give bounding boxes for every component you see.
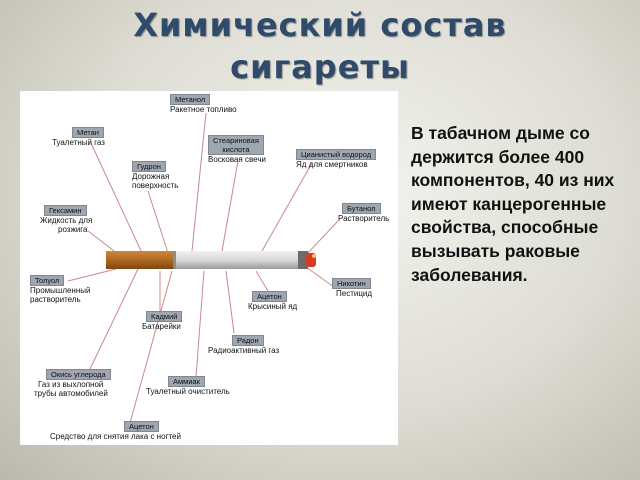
- label-gudron: Гудрон Дорожная поверхность: [132, 161, 178, 190]
- line-aceton2: [129, 270, 173, 424]
- cigarette: [106, 251, 316, 269]
- desc-toluol-1: Промышленный: [30, 286, 91, 295]
- line-butanol: [305, 220, 339, 256]
- tag-nikotin: Никотин: [332, 278, 371, 289]
- desc-ammiak: Туалетный очиститель: [146, 387, 230, 396]
- tag-ammiak: Аммиак: [168, 376, 205, 387]
- tag-kadmiy: Кадмий: [146, 311, 183, 322]
- line-toluol: [67, 268, 117, 282]
- tag-aceton-1: Ацетон: [252, 291, 287, 302]
- label-cyan: Цианистый водород Яд для смертников: [296, 149, 377, 169]
- cigarette-ash: [298, 251, 308, 269]
- label-heksamin: Гексамин Жидкость для розжига: [40, 205, 92, 234]
- line-radon: [225, 270, 235, 334]
- desc-stearin: Восковая свечи: [208, 155, 266, 164]
- desc-metanol: Ракетное топливо: [170, 105, 237, 114]
- label-metan: Метан Туалетный газ: [52, 127, 105, 147]
- label-aceton-1: Ацетон Крысиный яд: [248, 291, 297, 311]
- line-metan: [89, 140, 143, 254]
- desc-kadmiy: Батарейки: [142, 322, 181, 331]
- label-kadmiy: Кадмий Батарейки: [142, 311, 183, 331]
- tag-radon: Радон: [232, 335, 264, 346]
- desc-aceton-2: Средство для снятия лака с ногтей: [50, 432, 181, 441]
- desc-butanol: Растворитель: [338, 214, 390, 223]
- desc-heksamin-1: Жидкость для: [40, 216, 93, 225]
- diagram-panel: Метанол Ракетное топливо Метан Туалетный…: [20, 91, 398, 445]
- desc-aceton-1: Крысиный яд: [248, 302, 298, 311]
- desc-gudron-1: Дорожная: [132, 172, 170, 181]
- desc-co-2: трубы автомобилей: [34, 389, 108, 398]
- desc-co-1: Газ из выхлопной: [38, 380, 104, 389]
- page-title: Химический состав сигареты: [0, 4, 640, 88]
- desc-radon: Радиоактивный газ: [208, 346, 280, 355]
- desc-metan: Туалетный газ: [52, 138, 105, 147]
- tag-aceton-2: Ацетон: [124, 421, 159, 432]
- label-metanol: Метанол Ракетное топливо: [170, 94, 237, 114]
- desc-heksamin-2: розжига: [58, 225, 88, 234]
- label-radon: Радон Радиоактивный газ: [208, 335, 279, 355]
- label-toluol: Толуол Промышленный растворитель: [30, 275, 91, 304]
- tag-toluol: Толуол: [30, 275, 65, 286]
- line-nikotin: [305, 266, 335, 288]
- line-stearin: [221, 160, 239, 252]
- label-co: Окись углерода Газ из выхлопной трубы ав…: [34, 369, 111, 398]
- title-line-1: Химический состав: [133, 6, 507, 44]
- line-gudron: [147, 190, 169, 254]
- desc-cyan: Яд для смертников: [296, 160, 368, 169]
- line-co: [89, 268, 139, 370]
- tag-cyan: Цианистый водород: [296, 149, 377, 160]
- tag-metanol: Метанол: [170, 94, 211, 105]
- tag-metan: Метан: [72, 127, 104, 138]
- cigarette-filter: [106, 251, 174, 269]
- label-ammiak: Аммиак Туалетный очиститель: [146, 376, 230, 396]
- description-text: В табачном дыме со держится более 400 ко…: [411, 123, 615, 285]
- label-aceton-2: Ацетон Средство для снятия лака с ногтей: [50, 421, 181, 441]
- line-metanol: [191, 112, 207, 252]
- desc-gudron-2: поверхность: [132, 181, 179, 190]
- label-nikotin: Никотин Пестицид: [332, 278, 372, 298]
- title-line-2: сигареты: [230, 48, 410, 86]
- tag-heksamin: Гексамин: [44, 205, 87, 216]
- cigarette-paper: [174, 251, 300, 269]
- desc-nikotin: Пестицид: [336, 289, 373, 298]
- label-butanol: Бутанол Растворитель: [338, 203, 389, 223]
- desc-toluol-2: растворитель: [30, 295, 81, 304]
- tag-gudron: Гудрон: [132, 161, 166, 172]
- tag-co: Окись углерода: [46, 369, 111, 380]
- tag-butanol: Бутанол: [342, 203, 381, 214]
- line-cyan: [261, 162, 313, 252]
- line-aceton1: [255, 270, 269, 292]
- connector-lines: [67, 112, 339, 424]
- line-ammiak: [195, 270, 205, 378]
